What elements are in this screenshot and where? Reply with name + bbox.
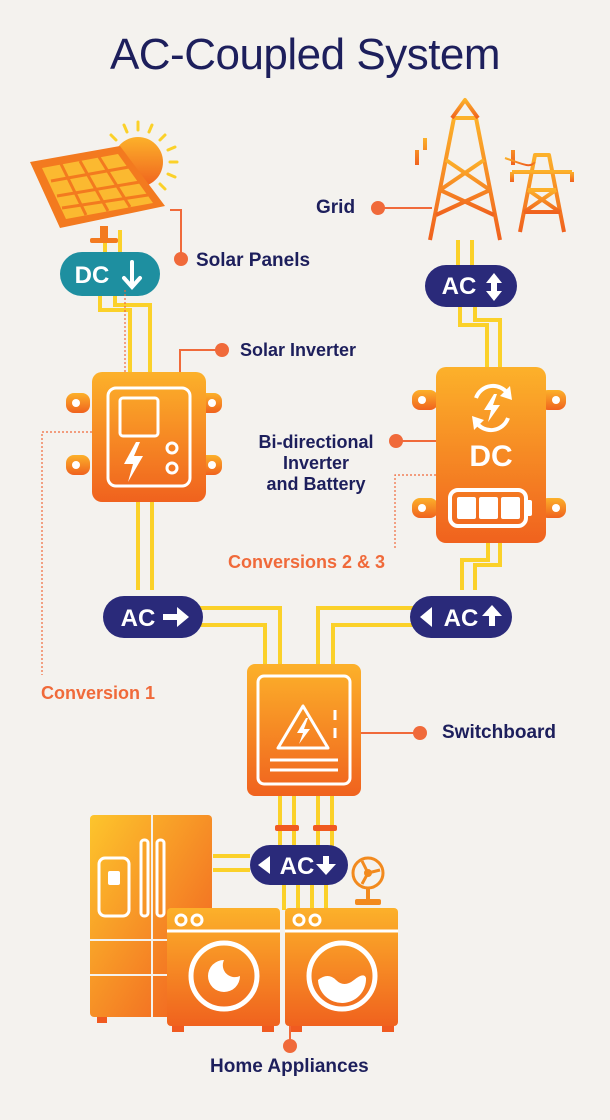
bidirectional-label: Bi-directional Inverter and Battery xyxy=(248,432,384,495)
power-pylon-icon xyxy=(413,98,574,242)
solar-panels-label: Solar Panels xyxy=(196,250,311,271)
conversion-1-leader xyxy=(41,431,92,675)
bidirectional-leader xyxy=(389,434,436,448)
inverter-ac-badge: AC xyxy=(103,596,203,638)
battery-ac-text: AC xyxy=(444,605,479,632)
bidirectional-line-1: Bi-directional xyxy=(258,432,374,452)
arrow-down-icon xyxy=(316,856,336,875)
arrow-down-icon xyxy=(122,260,142,291)
battery-icon xyxy=(448,488,532,528)
wires xyxy=(98,230,502,910)
solar-inverter-icon xyxy=(66,372,222,502)
refresh-bolt-icon xyxy=(472,383,512,433)
battery-ac-badge: AC xyxy=(410,596,512,638)
fan-icon xyxy=(351,856,385,905)
page-title: AC-Coupled System xyxy=(109,30,501,79)
arrow-left-icon xyxy=(420,607,432,627)
switchboard-icon xyxy=(247,664,361,796)
solar-inverter-label: Solar Inverter xyxy=(240,340,357,360)
conversions-2-3-label: Conversions 2 & 3 xyxy=(228,552,386,572)
grid-label: Grid xyxy=(316,197,356,218)
appliance-ac-badge: AC xyxy=(250,845,348,885)
washing-machine-icon xyxy=(285,908,398,1032)
solar-dc-badge: DC xyxy=(60,252,160,296)
inverter-ac-text: AC xyxy=(121,605,156,632)
battery-inverter-icon: DC xyxy=(412,367,566,543)
home-appliances-label: Home Appliances xyxy=(210,1056,369,1077)
appliance-ac-text: AC xyxy=(280,853,315,880)
arrow-right-icon xyxy=(163,607,189,627)
solar-panel-icon xyxy=(30,146,165,243)
solar-dc-text: DC xyxy=(75,262,110,289)
solar-panels-leader xyxy=(170,209,188,266)
solar-inverter-leader xyxy=(179,343,229,372)
bidirectional-line-2: Inverter xyxy=(282,453,350,473)
switchboard-leader xyxy=(361,726,427,740)
battery-dc-text: DC xyxy=(469,440,512,473)
bidirectional-line-3: and Battery xyxy=(266,474,366,494)
conversions-2-3-leader xyxy=(394,474,436,548)
arrow-left-icon xyxy=(258,856,270,874)
switchboard-label: Switchboard xyxy=(442,722,557,743)
wire-clips xyxy=(275,825,337,831)
conversion-1-label: Conversion 1 xyxy=(41,683,156,703)
grid-ac-badge: AC xyxy=(425,265,517,307)
dryer-icon xyxy=(167,908,280,1032)
home-appliances-leader xyxy=(283,1026,297,1053)
grid-leader xyxy=(371,201,432,215)
grid-ac-text: AC xyxy=(442,273,477,300)
arrow-up-down-icon xyxy=(486,273,502,301)
arrow-up-icon xyxy=(482,605,502,626)
